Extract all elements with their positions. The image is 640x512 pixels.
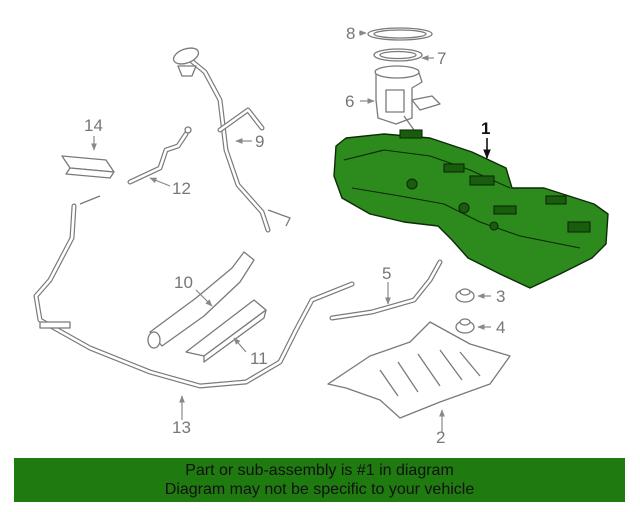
info-banner: Part or sub-assembly is #1 in diagram Di… <box>14 458 625 502</box>
callout-labels: 1 2 3 4 5 6 7 8 9 10 11 12 13 14 <box>84 24 505 447</box>
callout-6: 6 <box>345 92 354 111</box>
part-3-grommet <box>455 288 475 303</box>
part-5-strap <box>329 259 443 321</box>
part-9-filler-neck <box>172 47 291 233</box>
callout-5: 5 <box>382 264 391 283</box>
leader-lines <box>91 30 491 432</box>
callout-11: 11 <box>250 349 268 368</box>
parts-diagram: 1 2 3 4 5 6 7 8 9 10 11 12 13 14 <box>33 24 609 447</box>
part-2-heat-shield <box>327 321 511 419</box>
callout-9: 9 <box>255 132 264 151</box>
part-4-grommet <box>455 318 475 334</box>
callout-4: 4 <box>496 318 505 337</box>
callout-10: 10 <box>174 273 193 292</box>
callout-14: 14 <box>84 116 103 135</box>
callout-8: 8 <box>346 24 355 43</box>
callout-1: 1 <box>481 119 490 138</box>
part-10-shield <box>147 251 255 349</box>
part-14-bracket <box>61 155 115 179</box>
callout-2: 2 <box>436 428 445 447</box>
part-11-bracket <box>185 299 267 363</box>
part-6-fuel-pump-module <box>374 65 441 131</box>
part-7-lock-ring <box>373 48 423 62</box>
part-8-seal-ring <box>367 27 433 41</box>
part-1-fuel-tank <box>333 129 609 289</box>
part-13-fuel-line <box>33 195 355 389</box>
banner-line-1: Part or sub-assembly is #1 in diagram <box>185 462 454 479</box>
part-12-vent-line <box>127 126 192 185</box>
callout-3: 3 <box>496 287 505 306</box>
callout-7: 7 <box>437 49 446 68</box>
callout-13: 13 <box>172 418 191 437</box>
banner-line-2: Diagram may not be specific to your vehi… <box>164 481 475 498</box>
callout-12: 12 <box>172 179 191 198</box>
